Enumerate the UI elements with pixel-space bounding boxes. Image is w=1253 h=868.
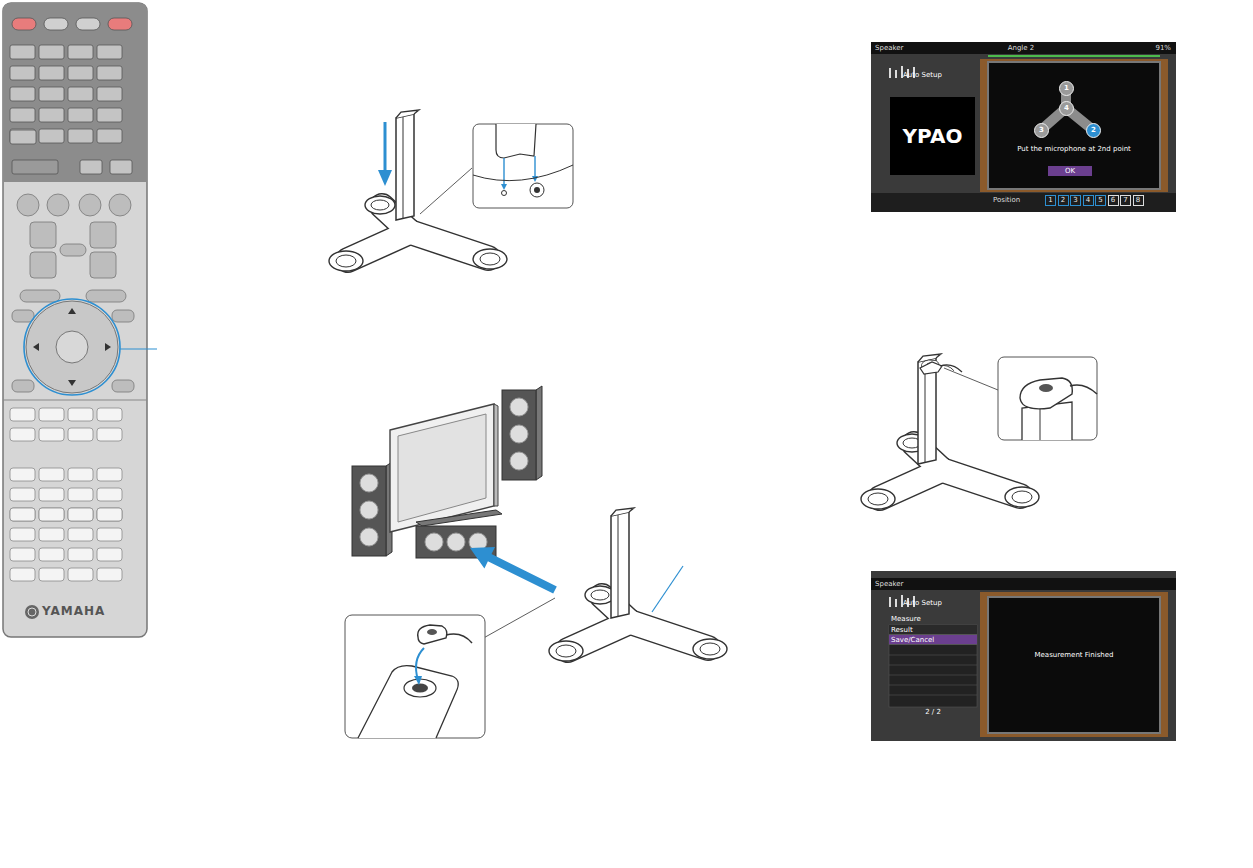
position-marker: 4 [1059,101,1074,116]
screen-text: Speaker [875,580,955,588]
brand-logo: YAMAHA [42,604,152,618]
screen-text: 4 [1084,196,1093,207]
screen-text: 4 [1060,102,1073,117]
position-box: 4 [1083,195,1094,206]
screen-text: YPAO [890,97,975,175]
screen-text: Speaker [875,44,955,52]
screen-text: Measurement Finished [988,651,1160,659]
screen-text: Auto Setup [903,599,983,607]
position-box: 6 [1108,195,1119,206]
menu-item: Save/Cancel [889,635,977,645]
screen-panel: Speaker Angle 2 91% Auto SetupPut the micro… [871,42,1176,212]
menu-item: Result [889,625,977,635]
screen-text: 3 [1071,196,1080,207]
screen-text: Auto Setup [903,71,983,79]
screen-text: 7 [1121,196,1130,207]
screen-text: Position [993,196,1041,204]
screen-text: Save/Cancel [889,635,977,645]
screen-text: 3 [1035,124,1048,139]
screen-panel: SpeakerAuto SetupMeasure 2 / 2 Measurement… [871,571,1176,741]
screen-text: Angle 2 [991,44,1051,52]
position-marker: 1 [1059,81,1074,96]
screen-text: 2 [1059,196,1068,207]
screen-text: 1 [1060,82,1073,97]
position-box: 7 [1120,195,1131,206]
position-box: 3 [1070,195,1081,206]
logo-box: YPAO [890,97,975,175]
position-box: 8 [1133,195,1144,206]
screen-text: 2 / 2 [889,708,977,716]
screen-text: Put the microphone at 2nd point [988,145,1160,153]
position-marker: 3 [1034,123,1049,138]
screen-text: Measure [891,615,971,623]
screen-text: 1 [1046,196,1055,207]
screen-text: Result [889,625,977,635]
screen-text: 6 [1109,196,1118,207]
ok-button: OK [1048,166,1092,176]
position-box: 2 [1058,195,1069,206]
screen-text: 91% [1121,44,1171,52]
screen-text: 2 [1087,124,1100,139]
screen-text: OK [1048,166,1092,176]
screen-text: 8 [1134,196,1143,207]
screen-text: 5 [1096,196,1105,207]
position-marker: 2 [1086,123,1101,138]
position-box: 5 [1095,195,1106,206]
position-box: 1 [1045,195,1056,206]
